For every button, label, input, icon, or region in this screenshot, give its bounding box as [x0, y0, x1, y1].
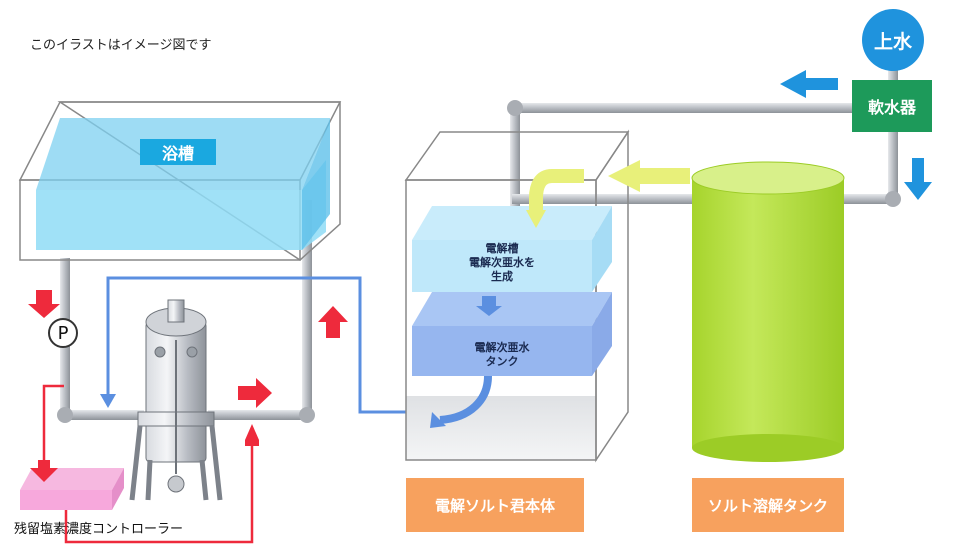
electrolysis-cell-line: 電解次亜水を	[469, 256, 535, 269]
yellow-flow	[526, 160, 690, 228]
arrow-down-red	[28, 290, 60, 318]
hypochlorite-tank-line: 電解次亜水	[474, 341, 530, 354]
controller-label: 残留塩素濃度コントローラー	[14, 522, 184, 537]
pipe-to-salt-tank	[842, 194, 898, 204]
blue-flow	[100, 276, 408, 414]
arrow-right-red	[238, 378, 272, 408]
hypochlorite-tank-label: 電解次亜水 タンク	[412, 341, 592, 369]
softener-label: 軟水器	[852, 80, 932, 132]
arrow-down-cyan	[904, 158, 932, 200]
pipe-salt-to-main	[512, 194, 692, 204]
electrolysis-cell-line: 電解槽	[485, 242, 519, 255]
arrow-down-yellow	[526, 210, 546, 228]
pipe-softener-to-main	[512, 103, 854, 113]
bathtub	[18, 101, 342, 261]
salt-tank	[691, 161, 845, 462]
pipe-elbow	[885, 191, 901, 207]
pipe-softener-down	[888, 132, 898, 204]
main-unit-label: 電解ソルト君本体	[406, 478, 584, 532]
pipe-elbow	[299, 407, 315, 423]
arrow-to-controller	[30, 460, 58, 482]
pipe-return-up	[302, 200, 312, 420]
supply-arrows	[780, 70, 932, 200]
arrow-up-red	[318, 306, 348, 338]
arrow-up-small-red	[245, 424, 259, 446]
main-unit	[404, 129, 630, 463]
arrow-down-blue	[100, 394, 116, 408]
pipe-elbow	[57, 407, 73, 423]
filter-housing	[129, 299, 223, 501]
pipe-bottom-left	[60, 410, 144, 420]
electrolysis-cell-label: 電解槽 電解次亜水を 生成	[412, 242, 592, 284]
pump-icon: P	[48, 318, 78, 348]
salt-tank-label: ソルト溶解タンク	[692, 478, 844, 532]
electrolysis-cell-line: 生成	[491, 270, 513, 283]
pipe-bottom-right	[208, 410, 312, 420]
pump-label: P	[57, 322, 69, 344]
bathtub-label: 浴槽	[140, 139, 216, 165]
pipe-main-drop	[510, 103, 520, 213]
pipe-elbow	[507, 100, 523, 116]
illustration-note: このイラストはイメージ図です	[30, 38, 212, 53]
red-flow	[28, 290, 348, 544]
water-supply-label: 上水	[862, 9, 924, 71]
chlorine-controller	[20, 468, 124, 510]
pipe-supply-short	[888, 70, 898, 82]
arrow-left-yellow	[608, 160, 690, 192]
arrow-left-cyan	[780, 70, 838, 98]
hypochlorite-tank-line: タンク	[485, 355, 519, 368]
